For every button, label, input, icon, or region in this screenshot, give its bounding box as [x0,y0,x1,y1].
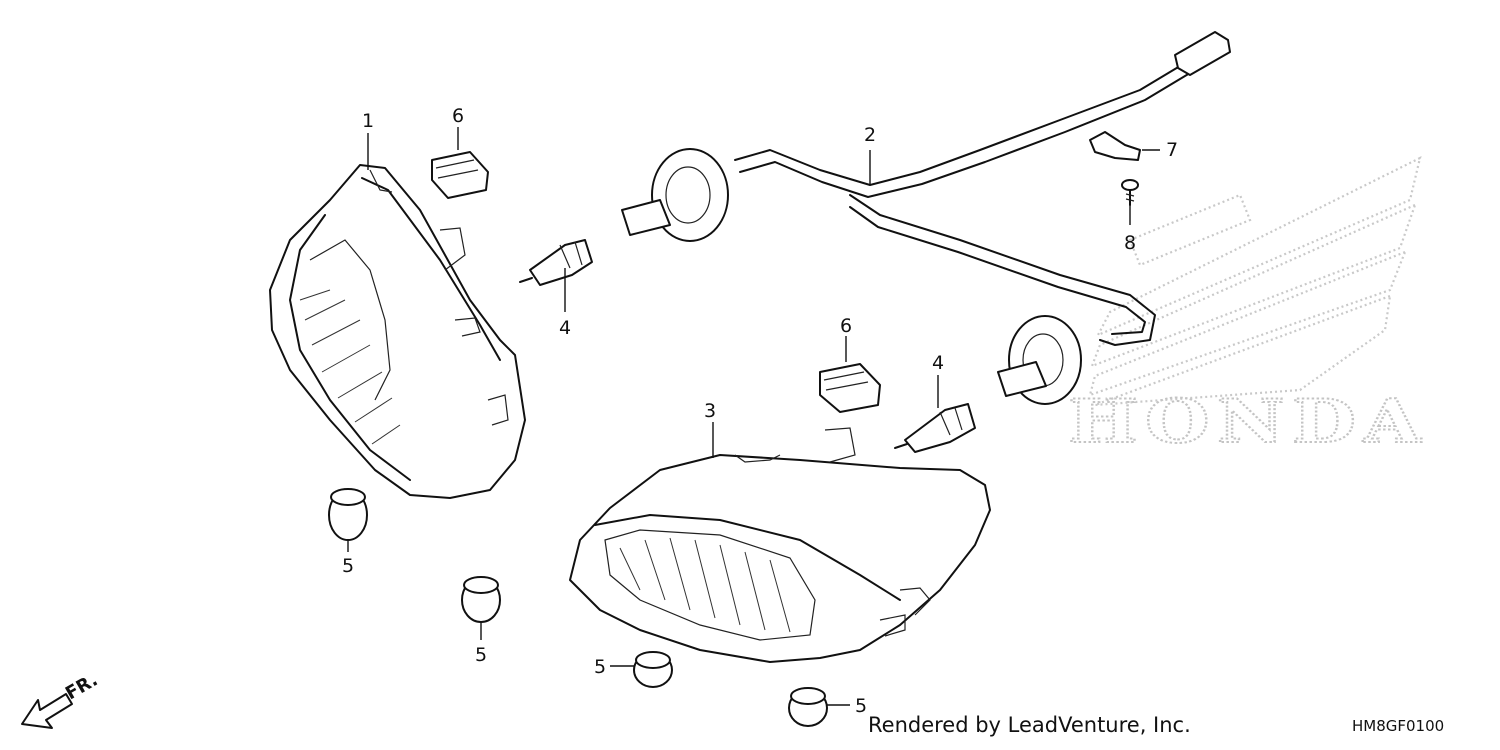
headlight-bulb-lower[interactable] [894,403,976,453]
headlight-bulb-upper[interactable] [519,239,593,286]
grommet-5c[interactable] [633,651,673,688]
grommet-5a[interactable] [328,488,368,541]
cushion-6a[interactable] [431,151,489,199]
callout-6-upper: 6 [452,105,464,127]
right-headlight-housing[interactable] [569,427,991,663]
render-credit: Rendered by LeadVenture, Inc. [868,713,1191,737]
honda-watermark-text: HONDA [1068,387,1428,457]
callout-4-lower: 4 [932,352,944,374]
honda-wing-watermark: HONDA [1067,155,1428,458]
callout-8: 8 [1124,232,1136,254]
callout-numbers: 1 6 2 4 6 4 3 5 5 5 5 7 8 [342,105,1178,717]
left-headlight-housing[interactable] [269,164,526,499]
diagram-code: HM8GF0100 [1352,717,1444,735]
callout-5-a: 5 [342,555,354,577]
callout-7: 7 [1166,139,1178,161]
callout-4-upper: 4 [559,317,571,339]
mounting-screw[interactable] [1121,179,1139,206]
grommet-5b[interactable] [461,576,501,623]
front-direction-indicator: FR. [21,669,101,729]
callout-5-b: 5 [475,644,487,666]
wiring-harness[interactable] [621,31,1231,405]
callout-6-lower: 6 [840,315,852,337]
callout-5-d: 5 [855,695,867,717]
front-arrow-icon [21,693,73,729]
grommet-5d[interactable] [788,687,828,727]
callout-2: 2 [864,124,876,146]
leader-lines [347,127,1160,706]
callout-1: 1 [362,110,374,132]
cushion-6b[interactable] [819,363,881,413]
harness-clamp[interactable] [1089,131,1141,161]
callout-3: 3 [704,400,716,422]
callout-5-c: 5 [594,656,606,678]
